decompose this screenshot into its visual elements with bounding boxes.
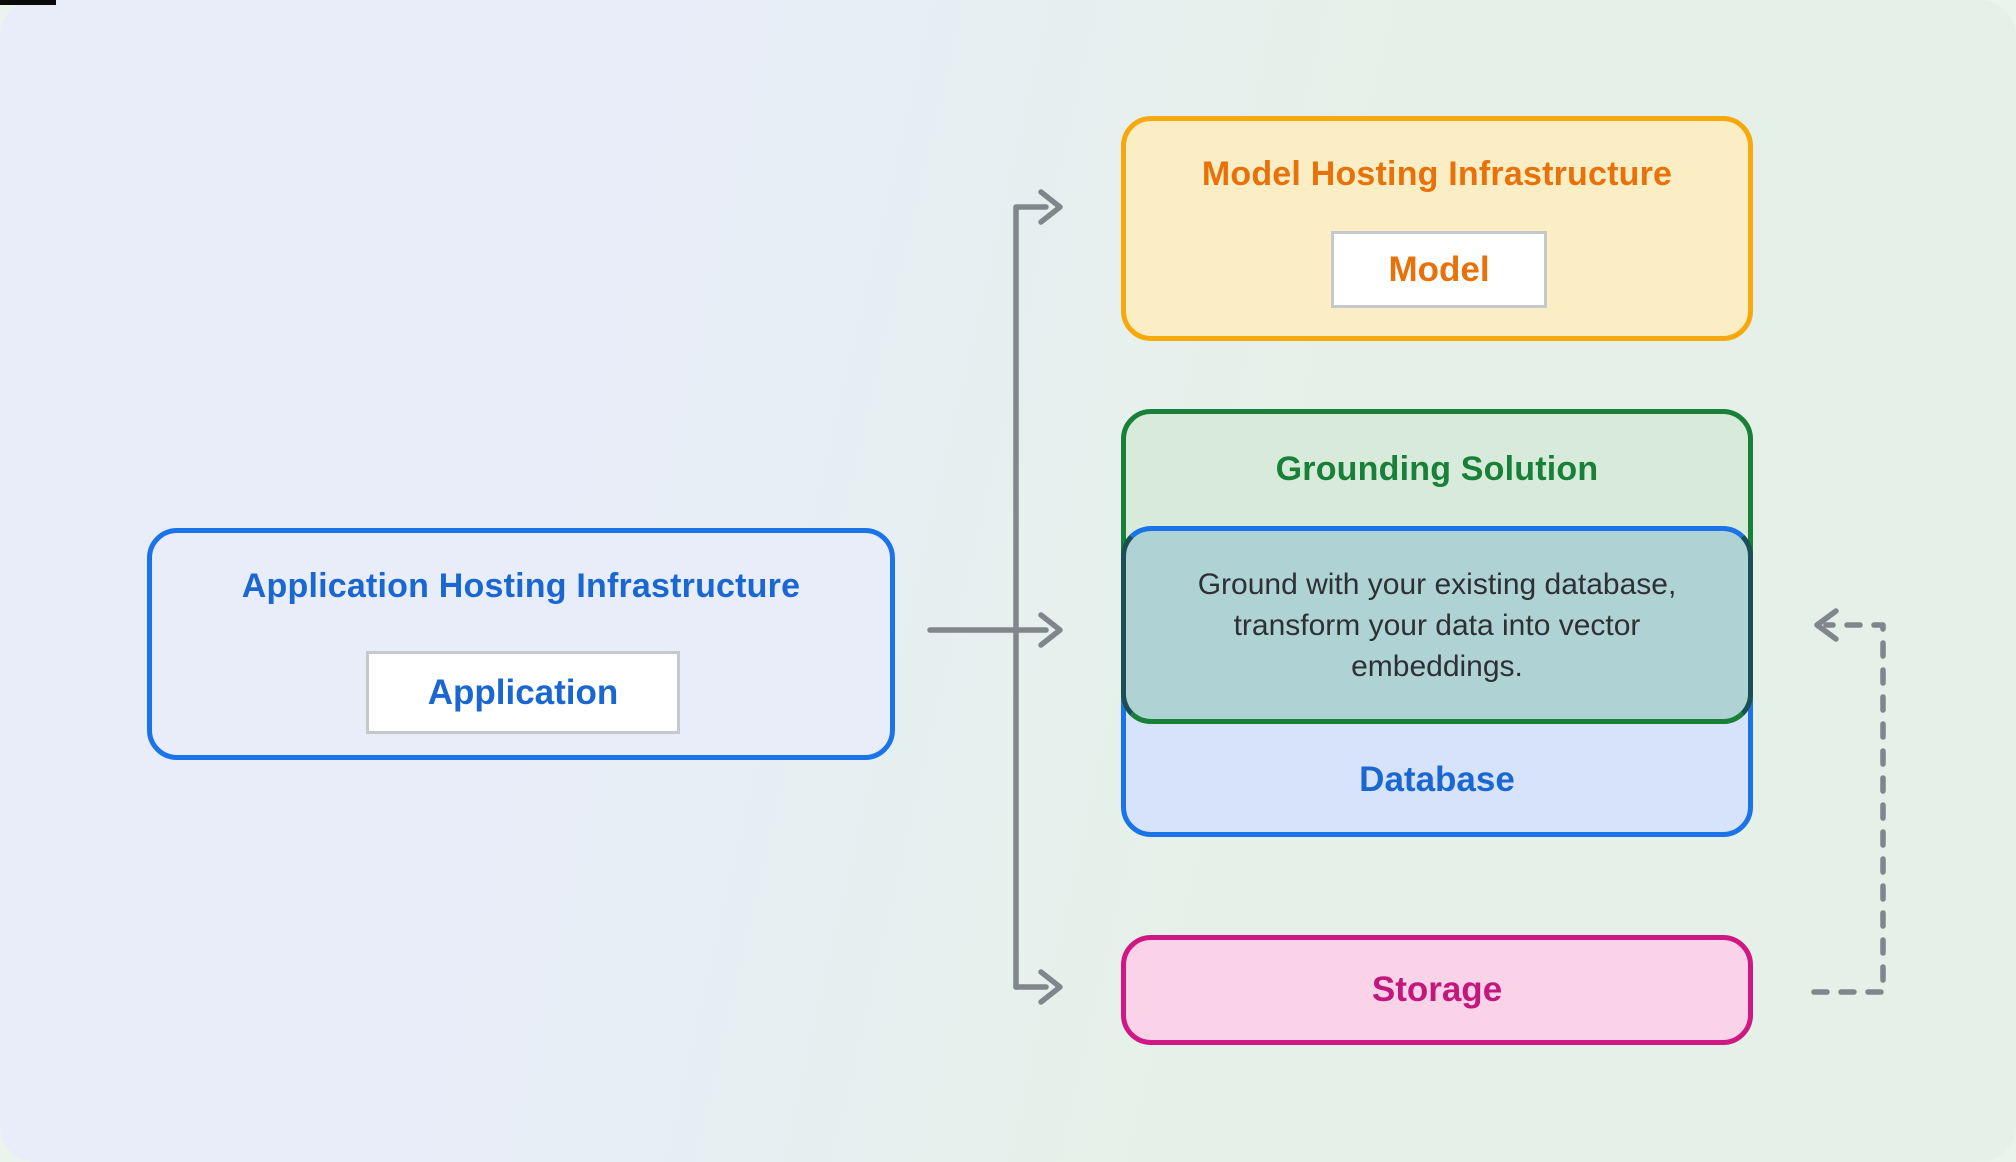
application-hosting-title: Application Hosting Infrastructure (241, 567, 801, 605)
application-chip-label: Application (427, 672, 619, 712)
dashed-feedback-line (1811, 622, 1886, 995)
arrow-to-model-head-icon (1038, 189, 1063, 225)
storage-label: Storage (1371, 970, 1503, 1009)
database-label: Database (1359, 760, 1515, 799)
application-chip: Application (366, 651, 680, 734)
arrow-to-grounding-head-icon (1038, 612, 1063, 648)
storage-box: Storage (1121, 935, 1753, 1045)
application-hosting-box: Application Hosting Infrastructure Appli… (147, 528, 895, 760)
grounding-solution-title: Grounding Solution (1275, 450, 1599, 488)
model-chip-label: Model (1388, 249, 1490, 289)
grounding-description: Ground with your existing database, tran… (1197, 567, 1677, 683)
dashed-feedback-head-icon (1814, 608, 1839, 642)
model-hosting-title: Model Hosting Infrastructure (1201, 155, 1673, 193)
model-chip: Model (1331, 231, 1547, 308)
arrow-trunk-line (1013, 204, 1049, 990)
model-hosting-box: Model Hosting Infrastructure Model (1121, 116, 1753, 341)
grounding-database-overlap-box: Ground with your existing database, tran… (1121, 526, 1753, 724)
arrow-to-storage-head-icon (1038, 969, 1063, 1005)
corner-artifact-bar (0, 0, 56, 5)
